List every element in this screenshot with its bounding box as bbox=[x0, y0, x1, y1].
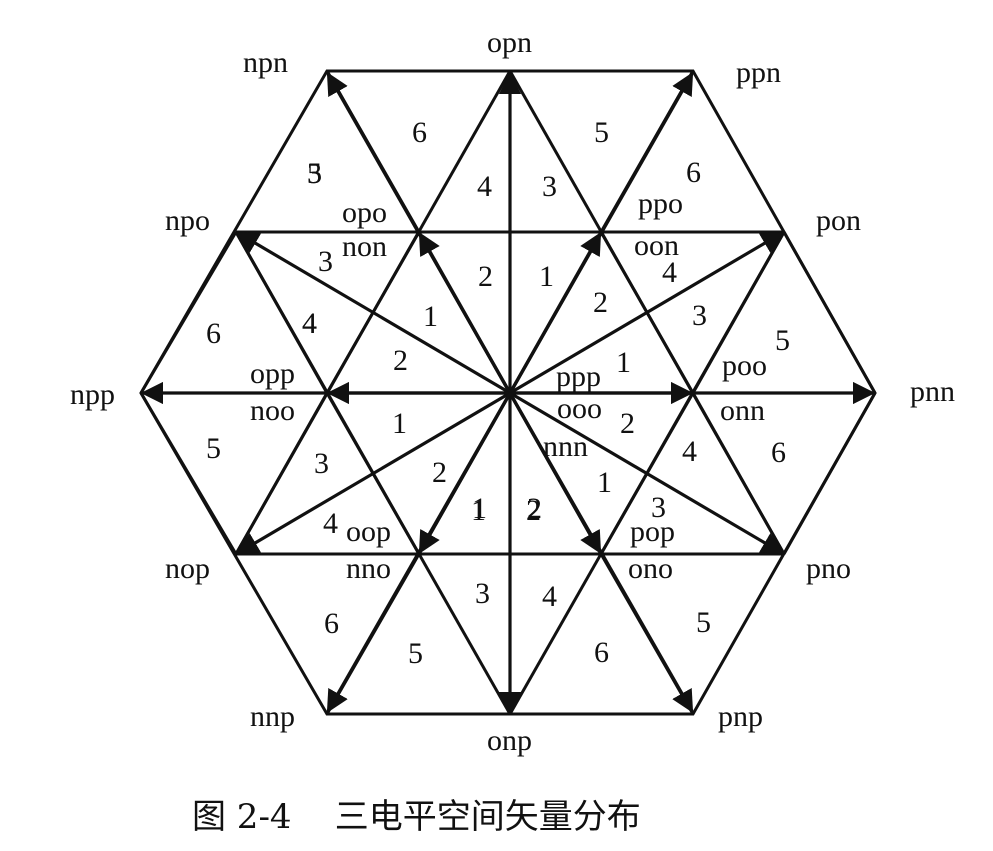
label-ooo: ooo bbox=[557, 392, 602, 425]
region-number: 6 bbox=[412, 116, 427, 149]
region-number: 2 bbox=[593, 286, 608, 319]
vector-pno bbox=[509, 391, 784, 555]
vector-pon bbox=[509, 231, 784, 395]
label-pnn: pnn bbox=[910, 375, 955, 408]
region-number: 6 bbox=[686, 156, 701, 189]
label-pon: pon bbox=[816, 204, 861, 237]
label-ppo: ppo bbox=[638, 187, 683, 220]
region-number: 1 bbox=[472, 492, 487, 525]
label-oop: oop bbox=[346, 515, 391, 548]
region-number: 3 bbox=[318, 245, 333, 278]
region-number: 6 bbox=[594, 636, 609, 669]
vector-oop bbox=[418, 392, 512, 554]
region-number: 2 bbox=[526, 494, 541, 527]
label-npn: npn bbox=[243, 46, 288, 79]
label-pno: pno bbox=[806, 552, 851, 585]
label-non: non bbox=[342, 230, 387, 263]
region-number: 3 bbox=[692, 299, 707, 332]
label-npo: npo bbox=[165, 204, 210, 237]
region-number: 4 bbox=[682, 435, 697, 468]
figure-caption: 图 2-4 三电平空间矢量分布 bbox=[192, 797, 641, 837]
label-nop: nop bbox=[165, 552, 210, 585]
vector-opo bbox=[418, 232, 512, 394]
region-number: 6 bbox=[771, 436, 786, 469]
region-number: 4 bbox=[323, 507, 338, 540]
region-number: 4 bbox=[477, 170, 492, 203]
region-number: 5 bbox=[594, 116, 609, 149]
region-numbers: 6 5 5 6 4 3 3 4 2 1 1 2 6 5 1 3 4 2 1 2 … bbox=[206, 116, 790, 670]
region-number: 5 bbox=[775, 324, 790, 357]
region-number: 5 bbox=[408, 637, 423, 670]
label-nnn: nnn bbox=[543, 430, 588, 463]
region-number: 1 bbox=[471, 494, 486, 527]
region-number: 2 bbox=[620, 407, 635, 440]
region-number: 3 bbox=[651, 491, 666, 524]
region-number: 4 bbox=[662, 256, 677, 289]
label-pop: pop bbox=[630, 515, 675, 548]
label-onp: onp bbox=[487, 724, 532, 757]
label-poo: poo bbox=[722, 349, 767, 382]
vector-pop bbox=[508, 392, 602, 554]
label-opn: opn bbox=[487, 26, 532, 59]
label-ono: ono bbox=[628, 552, 673, 585]
region-number: 6 bbox=[206, 317, 221, 350]
label-onn: onn bbox=[720, 394, 765, 427]
vector-nop bbox=[236, 391, 511, 555]
region-number: 2 bbox=[393, 344, 408, 377]
label-nno: nno bbox=[346, 552, 391, 585]
label-noo: noo bbox=[250, 394, 295, 427]
vector-ppo bbox=[508, 232, 602, 394]
region-number: 2 bbox=[478, 260, 493, 293]
region-number: 5 bbox=[696, 606, 711, 639]
region-number: 5 bbox=[206, 432, 221, 465]
label-npp: npp bbox=[70, 378, 115, 411]
region-number: 4 bbox=[542, 580, 557, 613]
label-pnp: pnp bbox=[718, 700, 763, 733]
region-number: 6 bbox=[324, 607, 339, 640]
region-number: 4 bbox=[302, 307, 317, 340]
region-number: 3 bbox=[314, 447, 329, 480]
vectors bbox=[140, 71, 876, 715]
label-opo: opo bbox=[342, 196, 387, 229]
region-number: 1 bbox=[539, 260, 554, 293]
region-number: 1 bbox=[392, 407, 407, 440]
region-number: 2 bbox=[432, 456, 447, 489]
region-number: 5 bbox=[307, 157, 322, 190]
vector-npo bbox=[236, 231, 511, 395]
region-number: 4 bbox=[302, 307, 317, 340]
label-nnp: nnp bbox=[250, 700, 295, 733]
region-number: 3 bbox=[542, 170, 557, 203]
region-number: 1 bbox=[597, 466, 612, 499]
label-ppp: ppp bbox=[556, 360, 601, 393]
region-number: 2 bbox=[527, 492, 542, 525]
region-number: 3 bbox=[475, 577, 490, 610]
label-ppn: ppn bbox=[736, 56, 781, 89]
label-oon: oon bbox=[634, 229, 679, 262]
region-number: 1 bbox=[616, 346, 631, 379]
label-opp: opp bbox=[250, 357, 295, 390]
region-number: 1 bbox=[423, 300, 438, 333]
region-number: 3 bbox=[307, 157, 322, 190]
